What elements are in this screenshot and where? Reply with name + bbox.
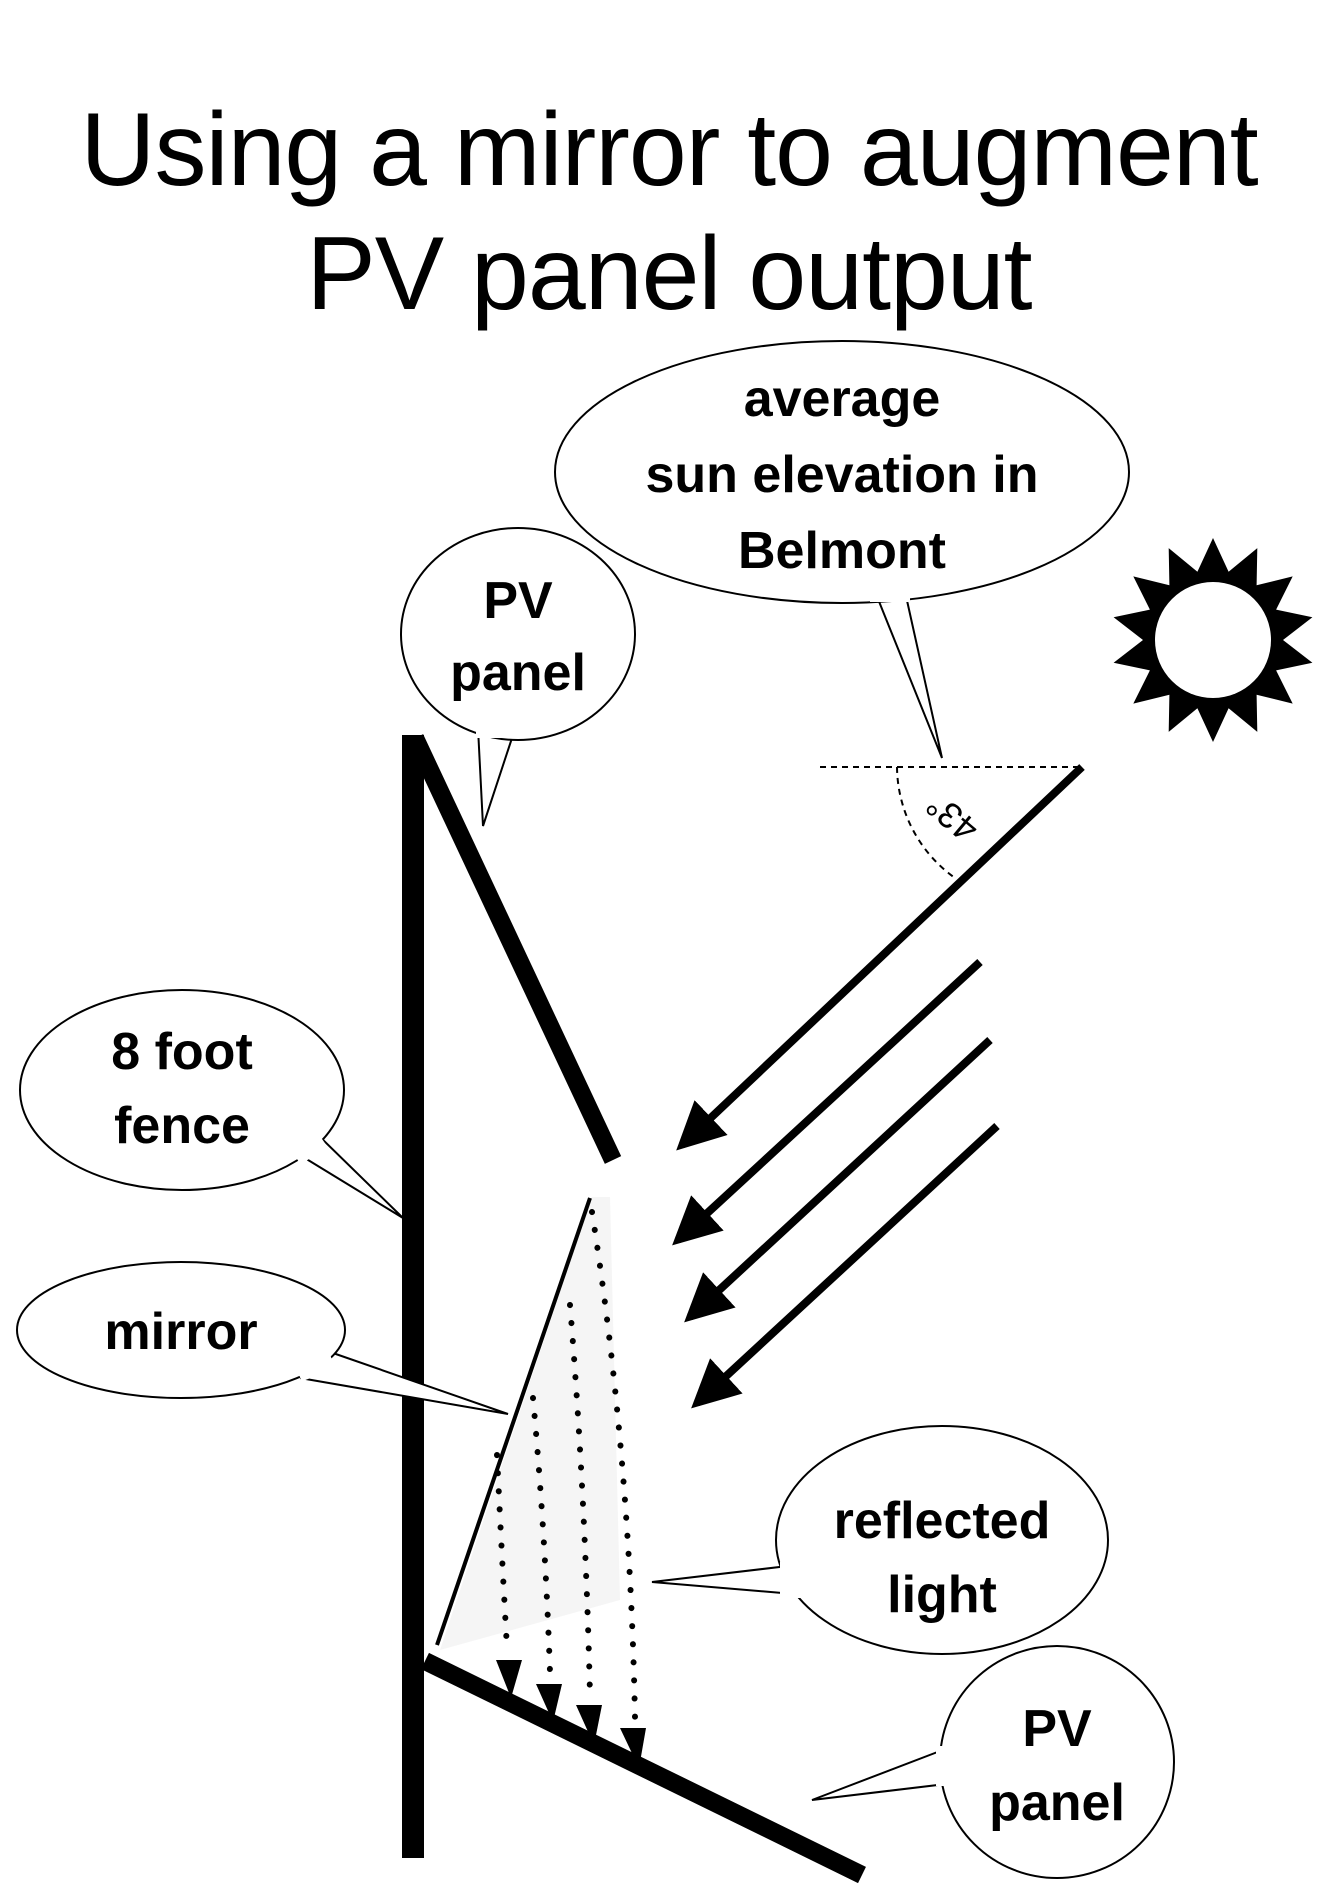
callout-pv-panel-top-line-2: panel (450, 644, 586, 702)
callout-sun-elevation-line-1: average (744, 370, 941, 428)
pv-panel-top (406, 734, 622, 1164)
page-title: Using a mirror to augment PV panel outpu… (0, 88, 1338, 336)
callout-mirror-line-1: mirror (104, 1303, 257, 1361)
callout-fence-line-2: fence (114, 1097, 250, 1155)
sun-ray (676, 764, 1085, 1151)
callout-sun-elevation: average sun elevation in Belmont (554, 340, 1130, 759)
callout-pv-panel-top-line-1: PV (483, 572, 553, 630)
reflected-arrowheads (496, 1660, 646, 1768)
callout-pv-panel-bottom: PV panel (811, 1645, 1175, 1879)
reflected-light-rays (494, 1209, 638, 1721)
callout-sun-elevation-line-2: sun elevation in (646, 446, 1039, 504)
sun-ray (672, 959, 983, 1246)
pv-panel-bottom (421, 1652, 866, 1884)
title-line-2: PV panel output (306, 216, 1032, 332)
callout-reflected-light: reflected light (651, 1425, 1109, 1655)
mirror-shade (440, 1197, 620, 1650)
callout-reflected-light-line-1: reflected (834, 1492, 1051, 1550)
callout-pv-panel-bottom-line-1: PV (1022, 1700, 1092, 1758)
sun-ray (691, 1123, 1000, 1409)
title-line-1: Using a mirror to augment (80, 92, 1258, 208)
callout-sun-elevation-line-3: Belmont (738, 522, 946, 580)
callout-fence: 8 foot fence (19, 989, 404, 1219)
mirror-line (435, 1197, 592, 1646)
callout-mirror: mirror (16, 1261, 509, 1415)
callout-reflected-light-line-2: light (887, 1566, 997, 1624)
callout-fence-line-1: 8 foot (111, 1023, 253, 1081)
angle-label: 43° (918, 784, 986, 850)
sun-ray (684, 1037, 993, 1323)
callout-pv-panel-top: PV panel (400, 527, 636, 827)
callout-pv-panel-bottom-line-2: panel (989, 1774, 1125, 1832)
sun-icon (1113, 538, 1313, 742)
angle-arc (896, 766, 956, 879)
